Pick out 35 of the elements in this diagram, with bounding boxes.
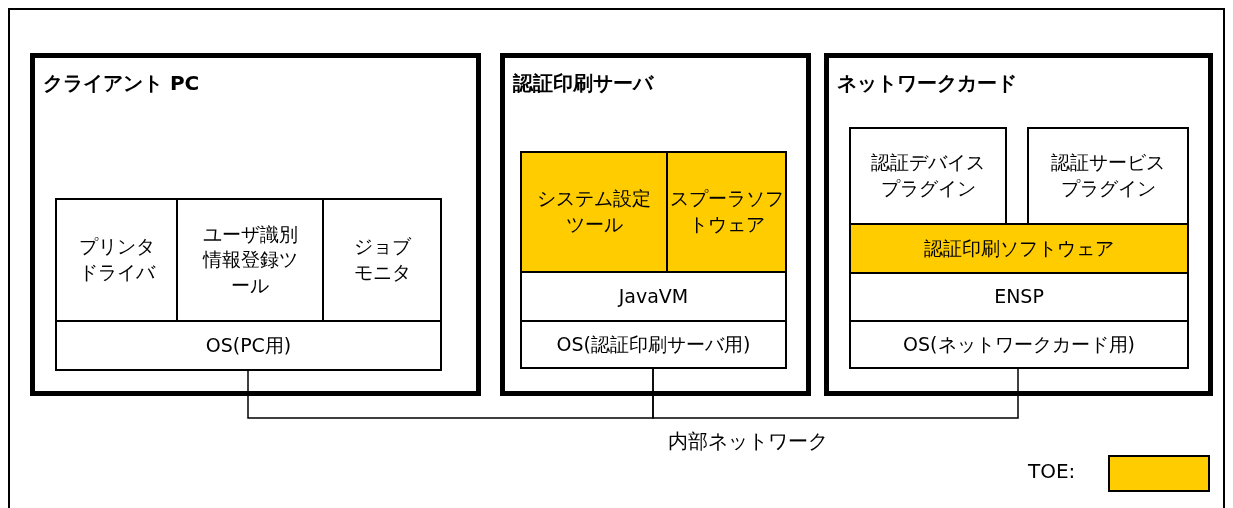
legend-label: TOE: <box>1028 459 1076 483</box>
component-box <box>322 198 442 322</box>
component-label: OS(ネットワークカード用) <box>903 331 1135 357</box>
component-box <box>849 127 1007 225</box>
system-heading: 認証印刷サーバ <box>513 70 653 97</box>
component-box <box>666 151 787 273</box>
component-label: JavaVM <box>618 283 689 309</box>
component-label: OS(認証印刷サーバ用) <box>556 331 751 357</box>
component-label: スプーラソフトウェア <box>668 186 785 237</box>
system-heading: ネットワークカード <box>837 70 1017 97</box>
component-box <box>520 151 668 273</box>
component-label: プリンタドライバ <box>77 234 157 285</box>
component-box <box>55 198 178 322</box>
component-label: ENSP <box>994 284 1044 310</box>
system-box <box>824 53 1213 396</box>
component-box <box>520 320 787 369</box>
component-label: 認証デバイスプラグイン <box>870 150 986 201</box>
component-label: 認証サービスプラグイン <box>1050 150 1166 201</box>
network-line <box>652 368 1019 419</box>
network-label: 内部ネットワーク <box>668 428 828 455</box>
component-box <box>849 223 1189 274</box>
component-label: 認証印刷ソフトウェア <box>924 235 1114 261</box>
network-line <box>247 368 654 419</box>
component-label: システム設定ツール <box>536 186 652 237</box>
component-label: ユーザ識別情報登録ツール <box>201 221 299 298</box>
component-box <box>520 271 787 322</box>
system-box <box>30 53 481 396</box>
system-heading: クライアント PC <box>43 70 200 97</box>
component-box <box>55 320 442 371</box>
component-label: OS(PC用) <box>205 332 292 358</box>
component-label: ジョブモニタ <box>352 234 412 285</box>
component-box <box>849 320 1189 369</box>
component-box <box>849 272 1189 322</box>
component-box <box>1027 127 1189 225</box>
system-box <box>500 53 811 396</box>
